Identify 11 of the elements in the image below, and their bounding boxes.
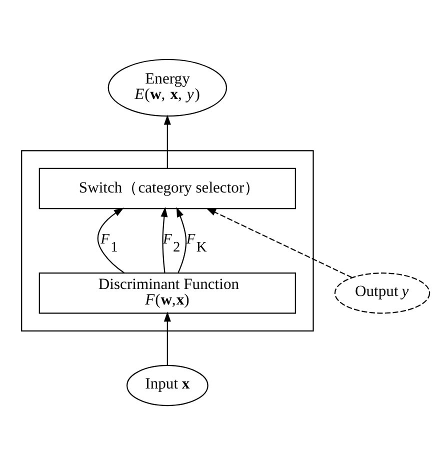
node-ellipse: Input x [126, 364, 208, 406]
arrow [176, 206, 187, 272]
arrow [97, 207, 125, 273]
arrow [164, 311, 171, 365]
node-ellipse: Output y [334, 272, 430, 314]
cluster [21, 150, 314, 332]
arrow [164, 114, 171, 168]
node-ellipse: Energy E(w, x, y) [108, 58, 228, 116]
node-box: Switch（category selector） [38, 167, 296, 209]
arrow [206, 207, 352, 278]
node-box: Discriminant Function F(w,x) [38, 272, 296, 314]
